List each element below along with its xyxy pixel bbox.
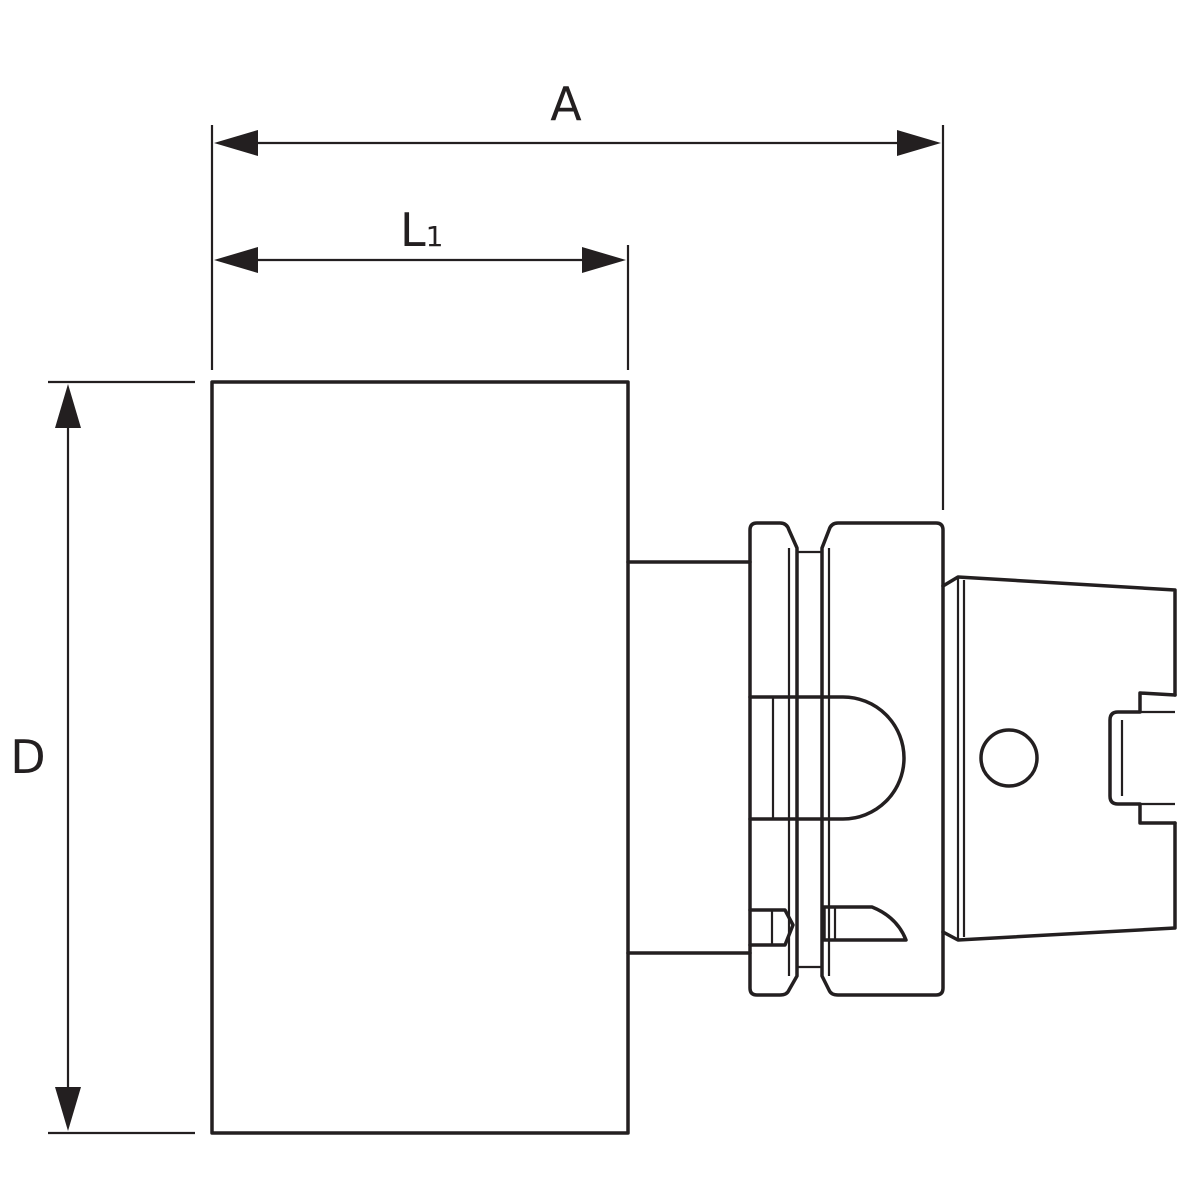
dimension-label-l1-main: L [400,203,426,257]
shank-hole [979,728,1039,788]
taper-bottom-edge [941,821,1177,942]
taper-shank [941,575,1177,942]
arrowhead-l1-left [214,247,258,273]
orientation-notch-right [822,905,908,942]
dimension-label-l1-subscript: 1 [426,220,444,253]
flange [748,521,945,997]
arrowhead-d-top [55,384,81,428]
arrowhead-d-bottom [55,1087,81,1131]
flange-left-collar [748,521,799,997]
flange-right-collar [820,521,945,997]
dimension-l1: L1 [214,203,630,370]
dimension-d: D [10,380,195,1135]
arrowhead-a-right [897,130,941,156]
arrowhead-a-left [214,130,258,156]
drive-slot [748,695,906,821]
dimension-a: A [210,77,945,510]
arrowhead-l1-right [582,247,626,273]
dimension-label-a: A [550,77,582,131]
neck [626,560,752,955]
cylindrical-body [210,380,630,1135]
dimension-label-d: D [10,730,45,784]
end-keyway [1108,691,1177,825]
taper-top-edge [941,575,1177,697]
dimension-label-l1: L1 [400,203,443,257]
orientation-notch-left [748,908,795,947]
